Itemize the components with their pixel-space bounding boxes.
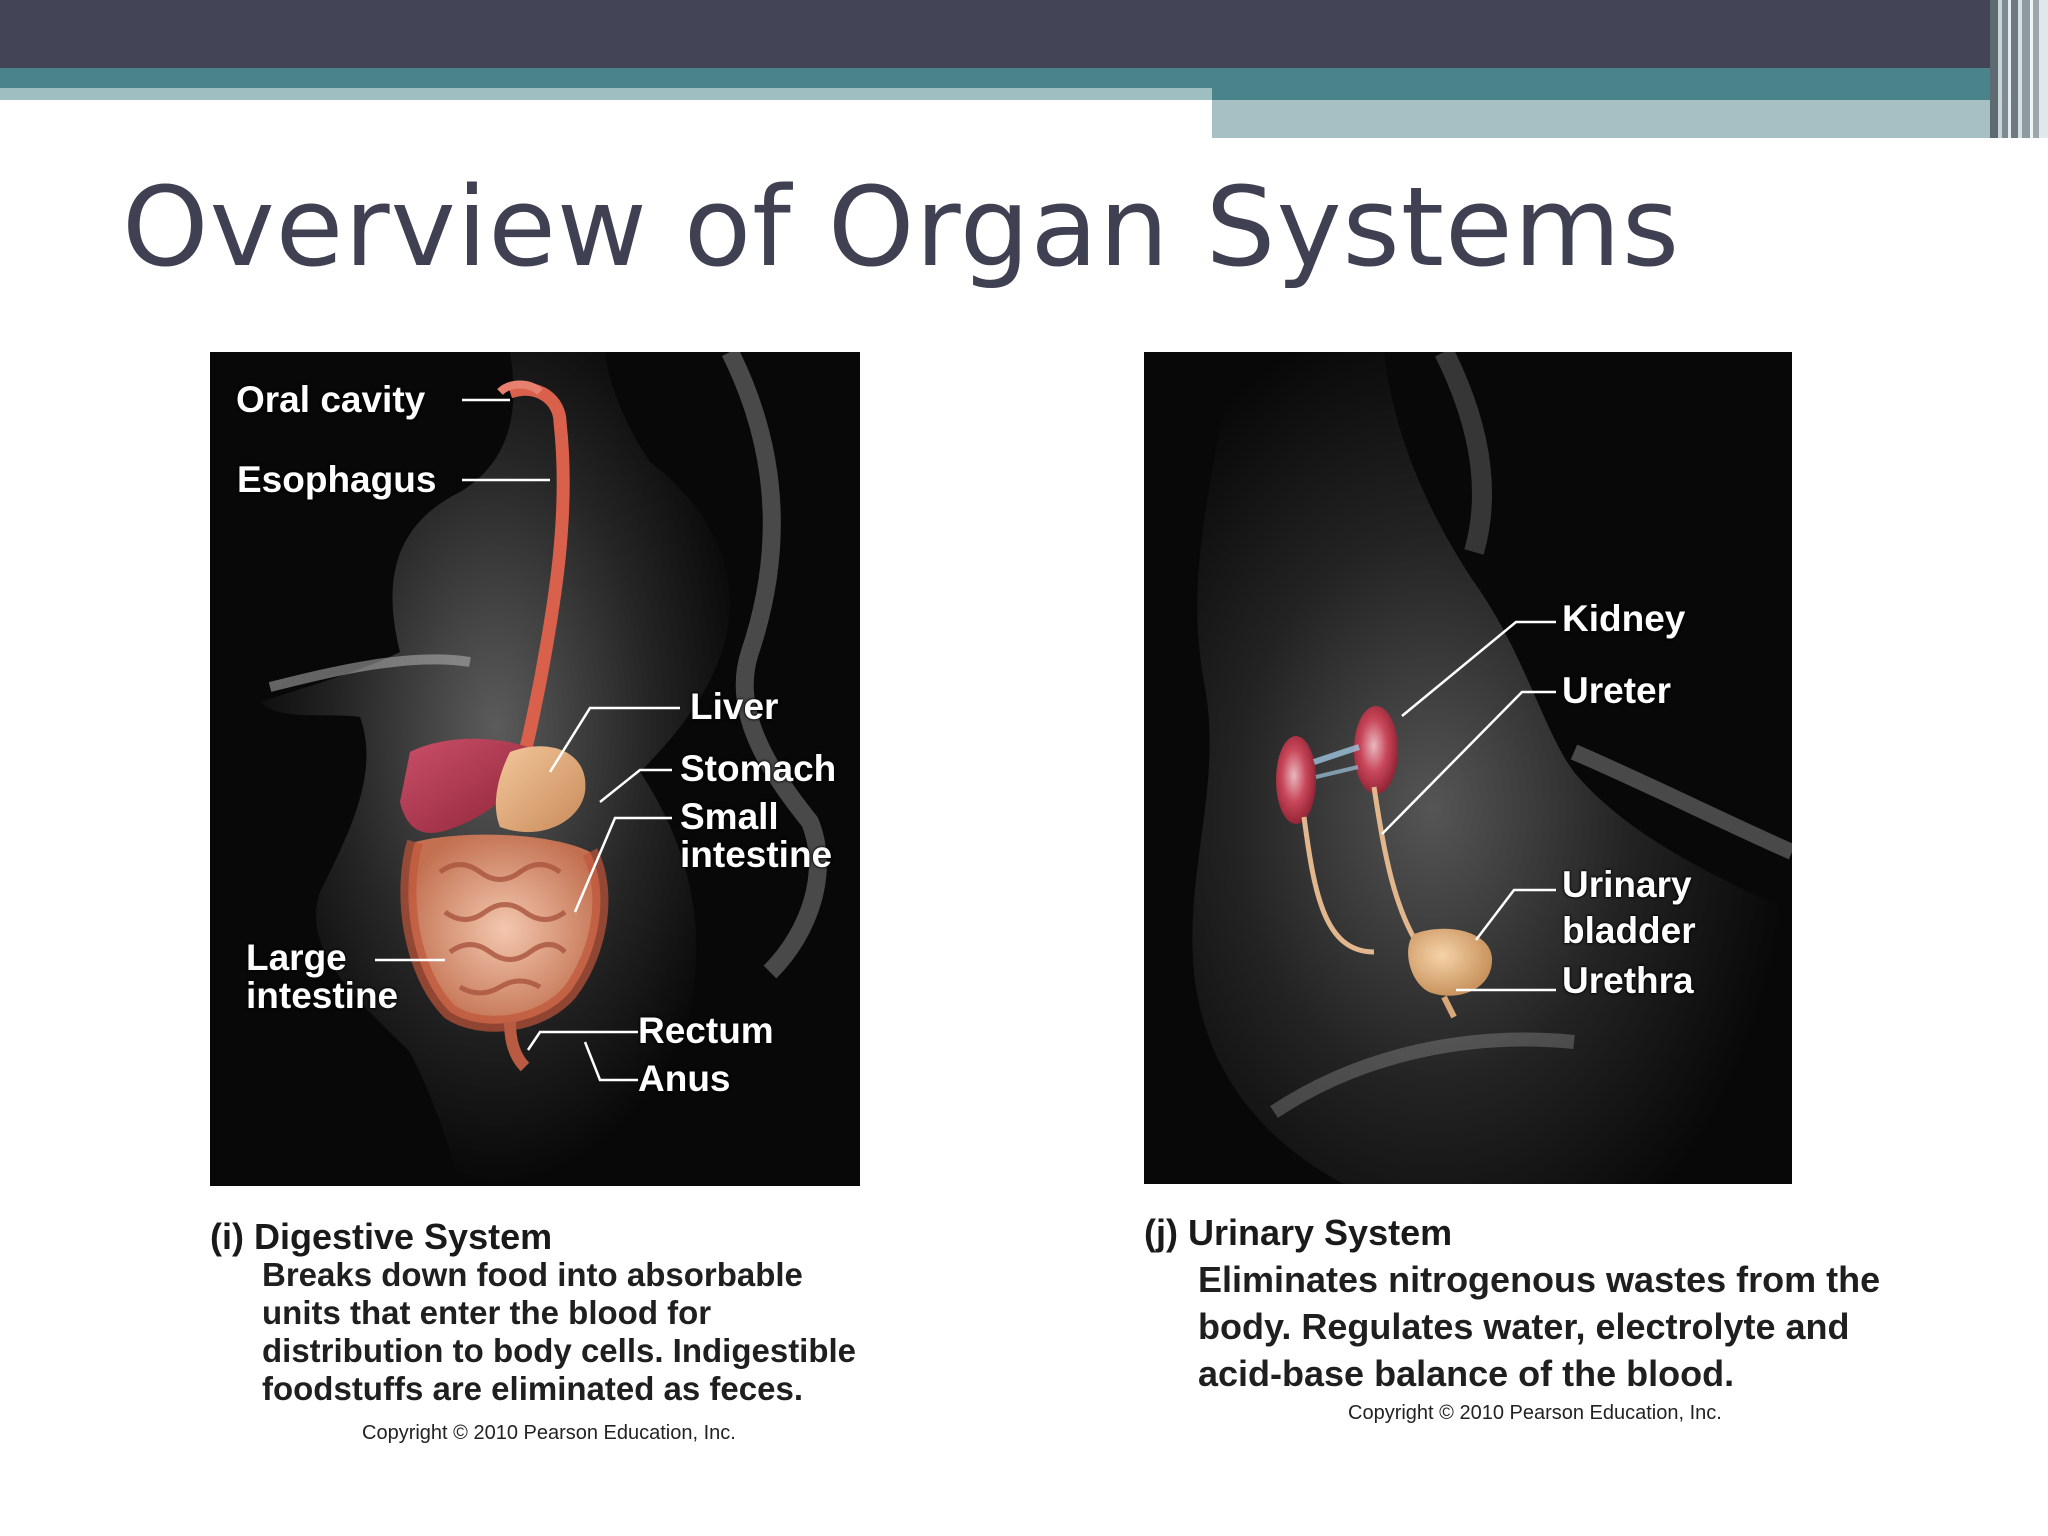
label-ureter: Ureter: [1562, 670, 1671, 711]
urinary-caption-title: (j) Urinary System: [1144, 1212, 1453, 1253]
urinary-caption-body: Eliminates nitrogenous wastes from the b…: [1198, 1259, 1881, 1394]
label-oral-cavity: Oral cavity: [236, 379, 426, 420]
label-large-intestine-line1: Large: [246, 937, 347, 978]
digestive-copyright: Copyright © 2010 Pearson Education, Inc.: [362, 1422, 736, 1444]
label-kidney: Kidney: [1562, 598, 1686, 639]
urinary-system-figure: Kidney Ureter Urinary bladder Urethra: [1144, 352, 1792, 1184]
label-anus: Anus: [638, 1058, 731, 1099]
label-small-intestine-line2: intestine: [680, 834, 833, 875]
header-band-dark: [0, 0, 2048, 68]
label-urinary-bladder-line2: bladder: [1562, 910, 1696, 951]
label-stomach: Stomach: [680, 748, 837, 789]
label-urinary-bladder-line1: Urinary: [1562, 864, 1692, 905]
header-stripes: [1990, 0, 2048, 138]
label-liver: Liver: [690, 686, 779, 727]
urinary-copyright: Copyright © 2010 Pearson Education, Inc.: [1348, 1402, 1722, 1424]
label-small-intestine-line1: Small: [680, 796, 779, 837]
digestive-caption-title: (i) Digestive System: [210, 1216, 553, 1257]
digestive-caption-body: Breaks down food into absorbable units t…: [262, 1256, 857, 1407]
digestive-illustration: [260, 352, 827, 1186]
label-urethra: Urethra: [1562, 960, 1694, 1001]
header-band-right: [1212, 100, 2048, 138]
header-band-teal-light: [0, 88, 1212, 100]
leader-lines: [1381, 620, 1556, 992]
label-large-intestine-line2: intestine: [246, 975, 399, 1016]
leader-lines: [375, 398, 680, 1082]
digestive-system-figure: Oral cavity Esophagus Liver Stomach Smal…: [210, 352, 860, 1186]
label-esophagus: Esophagus: [237, 459, 437, 500]
slide-title: Overview of Organ Systems: [122, 163, 1681, 291]
urinary-illustration: [1192, 352, 1792, 1184]
label-rectum: Rectum: [638, 1010, 774, 1051]
